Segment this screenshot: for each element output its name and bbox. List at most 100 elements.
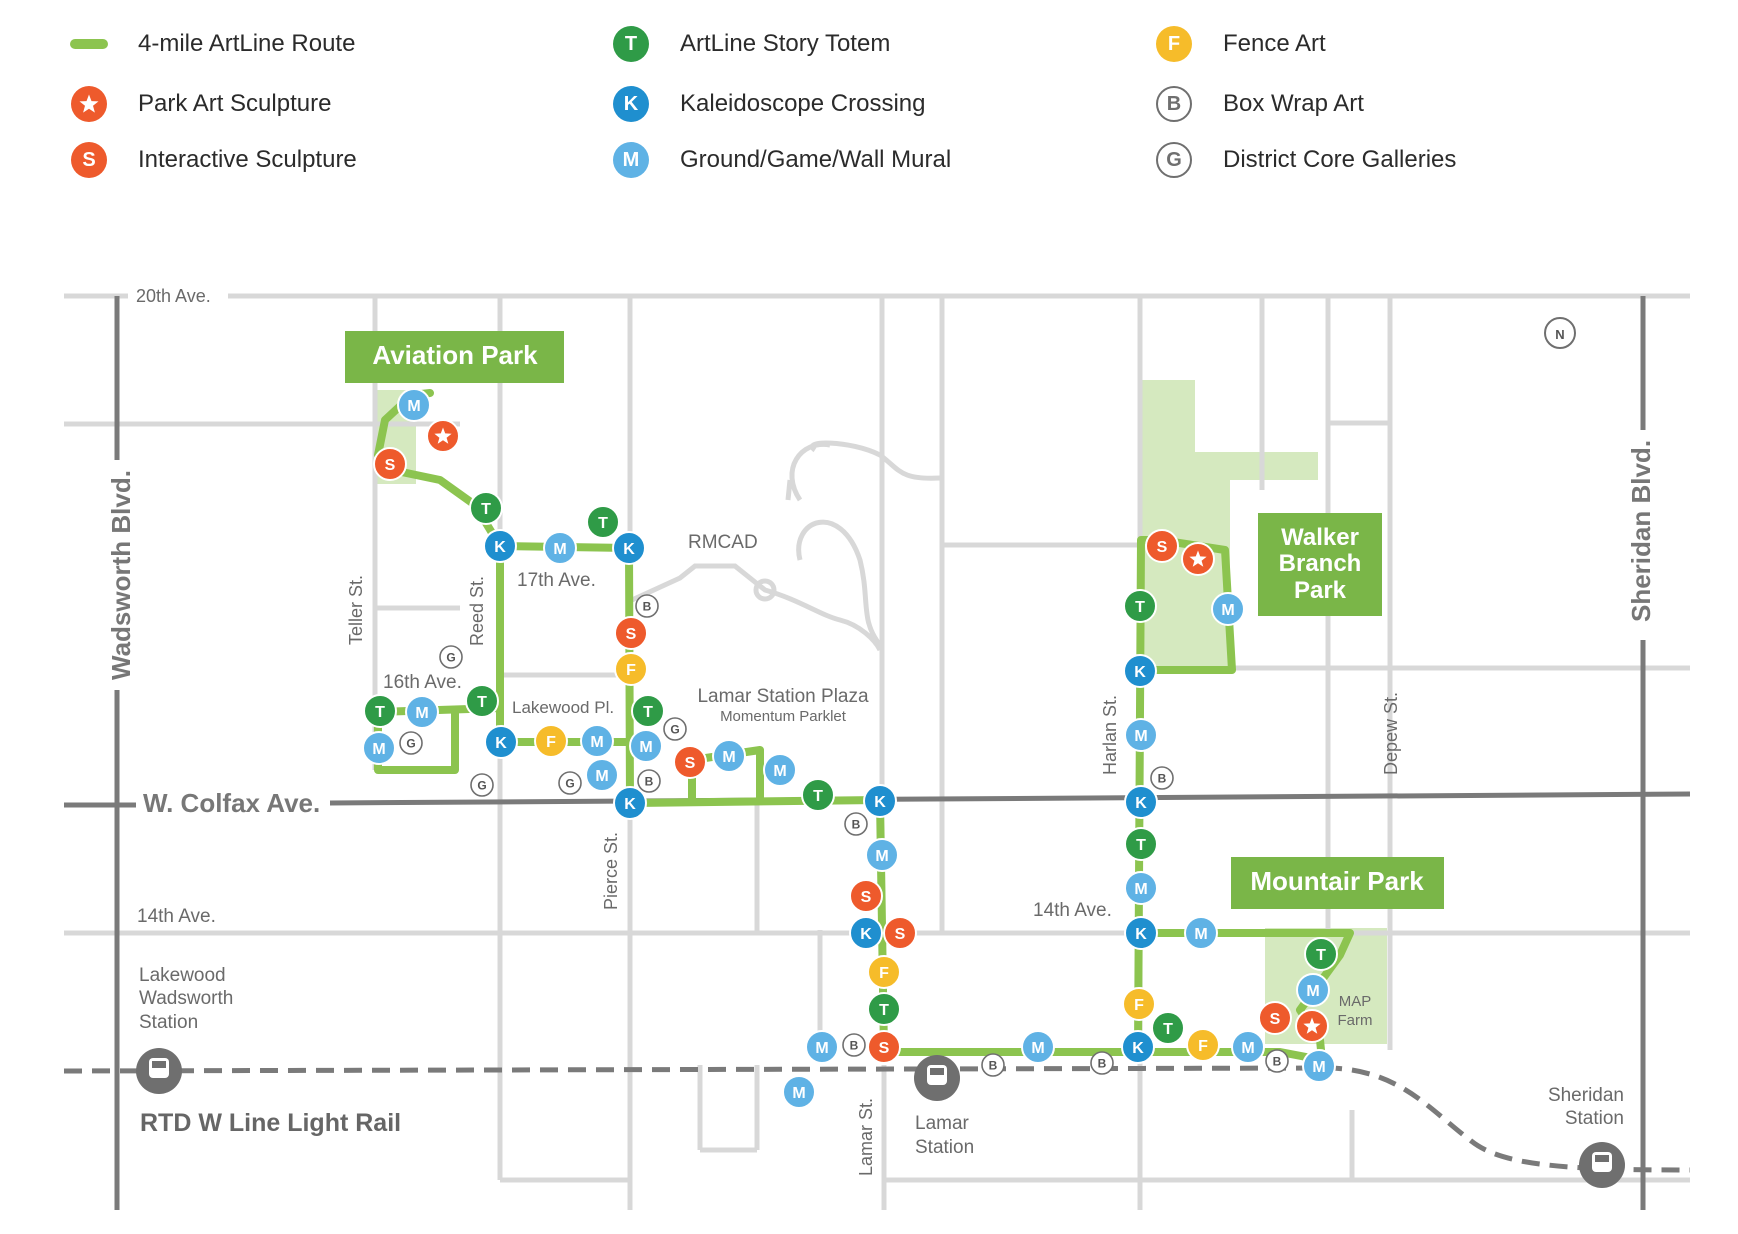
svg-text:K: K <box>860 926 872 943</box>
legend-item: Park Art Sculpture <box>70 85 331 123</box>
station-icons <box>136 1048 1625 1188</box>
svg-text:K: K <box>495 735 507 752</box>
marker-m-icon: M <box>543 531 577 565</box>
marker-s-icon: S <box>1145 529 1179 563</box>
svg-text:K: K <box>1135 795 1147 812</box>
legend-label: Box Wrap Art <box>1223 90 1364 117</box>
svg-text:B: B <box>1098 1057 1107 1071</box>
marker-star-icon <box>426 419 460 453</box>
label-harlan-st: Harlan St. <box>1100 695 1120 775</box>
route-line-icon <box>70 25 108 63</box>
svg-text:S: S <box>626 626 637 643</box>
legend-label: Kaleidoscope Crossing <box>680 90 926 117</box>
walker-label-line2: Branch <box>1279 550 1362 577</box>
marker-b-icon: B <box>1090 1051 1114 1075</box>
marker-g-icon: G <box>558 771 582 795</box>
svg-text:G: G <box>565 777 574 791</box>
park-labels: Aviation Park Walker Branch Park Mountai… <box>345 331 1444 909</box>
legend-label: ArtLine Story Totem <box>680 30 891 57</box>
legend-label: Fence Art <box>1223 30 1326 57</box>
rmcad-roundabout <box>753 578 777 602</box>
svg-text:B: B <box>989 1059 998 1073</box>
lakewood-station-label-1: Lakewood <box>139 965 226 986</box>
svg-text:S: S <box>895 926 906 943</box>
svg-text:T: T <box>1316 947 1326 964</box>
svg-text:B: B <box>852 818 861 832</box>
legend-badge: S <box>71 142 107 178</box>
lamar-station-plaza-label: Lamar Station Plaza <box>697 686 869 707</box>
marker-t-icon: T <box>586 505 620 539</box>
label-sheridan-blvd: Sheridan Blvd. <box>1626 440 1656 622</box>
svg-text:K: K <box>494 539 506 556</box>
marker-g-icon: G <box>399 731 423 755</box>
sheridan-station-label-1: Sheridan <box>1548 1085 1624 1106</box>
street-labels: 20th Ave. Wadsworth Blvd. Sheridan Blvd.… <box>106 283 1656 1176</box>
marker-t-icon: T <box>363 694 397 728</box>
sheridan-station-label-2: Station <box>1565 1108 1624 1129</box>
svg-text:T: T <box>375 704 385 721</box>
marker-b-icon: B <box>981 1053 1005 1077</box>
svg-text:B: B <box>1273 1055 1282 1069</box>
marker-m-icon: M <box>1021 1030 1055 1064</box>
label-14th-ave-right: 14th Ave. <box>1033 900 1112 921</box>
marker-m-icon: M <box>1211 592 1245 626</box>
marker-k-icon: K <box>1123 654 1157 688</box>
svg-text:M: M <box>639 739 652 756</box>
marker-f-icon: F <box>614 652 648 686</box>
lakewood-station-label-3: Station <box>139 1012 198 1033</box>
svg-text:T: T <box>643 704 653 721</box>
marker-f-icon: F <box>534 724 568 758</box>
north-arrow-icon: N <box>1544 317 1576 349</box>
mountair-park-label-box <box>1231 857 1444 909</box>
legend-label: District Core Galleries <box>1223 146 1457 173</box>
label-pierce-st: Pierce St. <box>601 832 621 910</box>
major-roads <box>64 296 1691 1210</box>
marker-m-icon: M <box>585 758 619 792</box>
label-14th-ave-left: 14th Ave. <box>137 906 216 927</box>
legend-label: Ground/Game/Wall Mural <box>680 146 952 173</box>
svg-text:G: G <box>446 651 455 665</box>
mountair-park-label: Mountair Park <box>1250 866 1424 896</box>
legend-item: M Ground/Game/Wall Mural <box>612 141 951 179</box>
letter-s-icon: S <box>70 141 108 179</box>
svg-text:G: G <box>670 723 679 737</box>
marker-t-icon: T <box>469 491 503 525</box>
marker-k-icon: K <box>1121 1030 1155 1064</box>
legend-badge: K <box>613 86 649 122</box>
map-farm-label-2: Farm <box>1338 1012 1373 1029</box>
letter-t-icon: T <box>612 25 650 63</box>
label-lamar-st: Lamar St. <box>856 1098 876 1176</box>
svg-text:T: T <box>1135 599 1145 616</box>
svg-text:B: B <box>645 775 654 789</box>
svg-text:M: M <box>1306 983 1319 1000</box>
rmcad-loop <box>785 441 831 502</box>
marker-m-icon: M <box>1296 973 1330 1007</box>
marker-m-icon: M <box>1124 718 1158 752</box>
marker-m-icon: M <box>763 753 797 787</box>
svg-text:S: S <box>685 755 696 772</box>
marker-s-icon: S <box>614 616 648 650</box>
marker-m-icon: M <box>1124 871 1158 905</box>
svg-text:K: K <box>1134 664 1146 681</box>
marker-b-icon: B <box>842 1033 866 1057</box>
marker-m-icon: M <box>362 731 396 765</box>
label-17th-ave: 17th Ave. <box>517 570 596 591</box>
legend-badge: M <box>613 142 649 178</box>
rmcad-label: RMCAD <box>688 532 758 553</box>
marker-s-icon: S <box>867 1030 901 1064</box>
svg-text:M: M <box>1221 602 1234 619</box>
label-20th-ave: 20th Ave. <box>136 286 211 306</box>
legend-label: Park Art Sculpture <box>138 90 332 117</box>
legend-label: Interactive Sculpture <box>138 146 357 173</box>
svg-text:K: K <box>1135 926 1147 943</box>
svg-text:K: K <box>624 796 636 813</box>
marker-t-icon: T <box>1123 589 1157 623</box>
marker-s-icon: S <box>1258 1001 1292 1035</box>
aviation-park-label-box <box>345 331 564 383</box>
svg-text:M: M <box>590 734 603 751</box>
marker-m-icon: M <box>782 1075 816 1109</box>
label-wadsworth-blvd: Wadsworth Blvd. <box>106 470 136 680</box>
